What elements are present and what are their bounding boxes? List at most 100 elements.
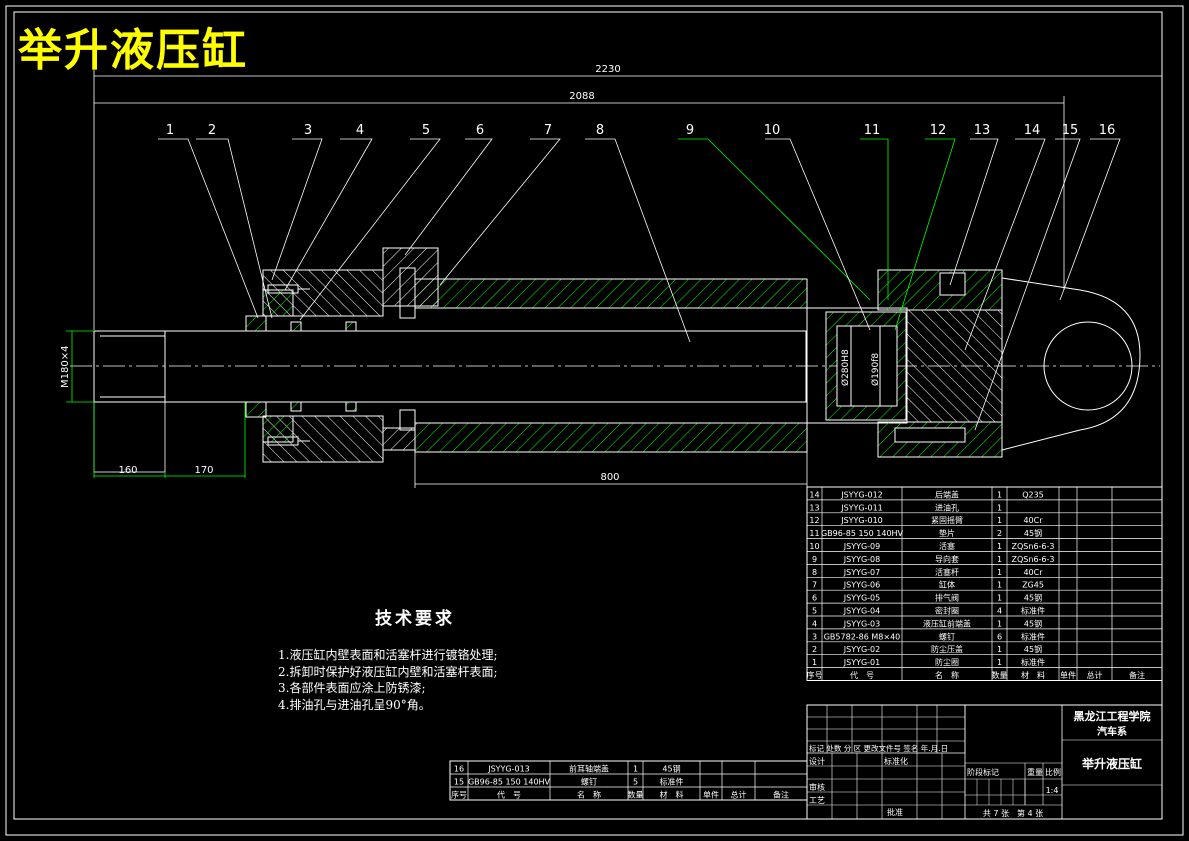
part-number-label: 11 (864, 123, 881, 138)
rear-lug (1001, 277, 1141, 451)
part-number-label: 2 (208, 123, 216, 138)
table-cell: 1 (997, 619, 1002, 628)
dim-overall-label: 2230 (595, 64, 620, 75)
table-cell: JSYYG-03 (843, 619, 880, 628)
table-cell: 45钢 (1024, 528, 1042, 538)
table-cell: 2 (997, 529, 1002, 538)
part-number-label: 13 (974, 123, 991, 138)
table-cell: JSYYG-09 (843, 542, 880, 551)
table-cell: 进油孔 (935, 502, 959, 512)
table-cell: 13 (809, 503, 819, 512)
table-cell: JSYYG-02 (843, 645, 880, 654)
table-cell: 1 (997, 555, 1002, 564)
design-label: 设计 (809, 756, 825, 766)
part-number-label: 7 (544, 123, 552, 138)
standard-label: 标准化 (884, 756, 908, 766)
part-number-label: 15 (1062, 123, 1079, 138)
table-cell: Q235 (1022, 490, 1044, 499)
table-cell: GB5782-86 M8×40 (824, 632, 901, 641)
table-cell: JSYYG-011 (840, 503, 883, 512)
table-cell: 紧固摇臂 (931, 515, 963, 525)
approve-label: 批准 (887, 807, 903, 817)
table-cell: ZQSn6-6-3 (1012, 542, 1055, 551)
table-header-cell: 备注 (773, 790, 789, 800)
table-header-cell: 备注 (1129, 670, 1145, 680)
part-number-label: 3 (304, 123, 312, 138)
table-cell: 12 (809, 516, 819, 525)
requirement-item: 2.拆卸时保护好液压缸内壁和活塞杆表面; (278, 664, 498, 679)
table-cell: JSYYG-013 (487, 765, 530, 774)
front-screws (267, 284, 310, 446)
dim-dia1: Ø280H8 (840, 349, 851, 386)
piston-rod (93, 330, 807, 403)
table-cell: 活塞杆 (935, 567, 959, 577)
table-cell: 前耳轴端盖 (569, 764, 609, 774)
table-cell: 2 (812, 645, 817, 654)
dim-dia2: Ø190f8 (870, 353, 881, 386)
review-label: 审核 (809, 782, 825, 792)
table-cell: 1 (997, 568, 1002, 577)
part-number-label: 16 (1099, 123, 1116, 138)
table-header-cell: 序号 (807, 670, 823, 680)
table-header-cell: 单件 (1060, 670, 1076, 680)
school-name: 黑龙江工程学院 (1074, 709, 1151, 723)
part-number-label: 6 (476, 123, 484, 138)
table-cell: 1 (997, 658, 1002, 667)
table-cell: 3 (812, 632, 817, 641)
table-header-cell: 代 号 (850, 670, 874, 680)
table-cell: 防尘压盖 (931, 644, 963, 654)
table-cell: GB96-85 150 140HV (468, 778, 551, 787)
part-number-label: 8 (596, 123, 604, 138)
rear-end-cap (877, 269, 1003, 458)
table-cell: JSYYG-04 (843, 607, 880, 616)
table-cell: 7 (812, 581, 817, 590)
table-cell: 5 (633, 778, 638, 787)
table-cell: 6 (997, 632, 1002, 641)
table-cell: ZQSn6-6-3 (1012, 555, 1055, 564)
requirement-item: 4.排油孔与进油孔呈90°角。 (278, 697, 431, 712)
table-cell: 活塞 (939, 541, 955, 551)
table-cell: 螺钉 (939, 631, 955, 641)
table-cell: 防尘圈 (935, 657, 959, 667)
table-header-cell: 名 称 (935, 670, 959, 680)
table-cell: 45钢 (662, 764, 680, 774)
part-number-label: 10 (764, 123, 781, 138)
table-cell: ZG45 (1022, 581, 1044, 590)
table-cell: JSYYG-08 (843, 555, 880, 564)
drawing-name: 举升液压缸 (1081, 756, 1142, 771)
dimension-stroke (414, 452, 808, 488)
table-header-cell: 总计 (731, 790, 747, 800)
table-cell: 标准件 (660, 777, 684, 787)
table-cell: 标准件 (1021, 657, 1045, 667)
table-cell: JSYYG-01 (843, 658, 880, 667)
table-header-cell: 材 料 (1021, 670, 1045, 680)
table-cell: 1 (997, 516, 1002, 525)
piston (806, 307, 908, 424)
table-cell: 45钢 (1024, 644, 1042, 654)
table-cell: 液压缸前端盖 (923, 618, 971, 628)
table-cell: JSYYG-012 (840, 490, 883, 499)
sign-row-label: 标记 处数 分 区 更改文件号 签名 年.月.日 (809, 743, 948, 753)
table-cell: 9 (812, 555, 817, 564)
table-cell: JSYYG-07 (843, 568, 880, 577)
requirement-item: 1.液压缸内壁表面和活塞杆进行镀铬处理; (278, 648, 498, 662)
part-number-label: 1 (166, 123, 174, 138)
table-header-cell: 总计 (1087, 670, 1103, 680)
table-cell: 8 (812, 568, 817, 577)
table-cell: 4 (997, 607, 1002, 616)
table-cell: 1 (997, 581, 1002, 590)
table-cell: 1 (997, 503, 1002, 512)
table-cell: 1 (633, 765, 638, 774)
table-cell: 45钢 (1024, 618, 1042, 628)
dust-seal (245, 315, 357, 418)
table-header-cell: 名 称 (577, 790, 601, 800)
table-cell: JSYYG-010 (840, 516, 883, 525)
table-cell: GB96-85 150 140HV (821, 529, 904, 538)
table-cell: 10 (809, 542, 819, 551)
part-number-label: 9 (686, 123, 694, 138)
table-cell: 5 (812, 607, 817, 616)
part-number-label: 5 (422, 123, 430, 138)
title-block: 标记 处数 分 区 更改文件号 签名 年.月.日设计标准化审核工艺批准阶段标记重… (806, 704, 1163, 820)
scale-label: 比例 (1045, 767, 1061, 777)
